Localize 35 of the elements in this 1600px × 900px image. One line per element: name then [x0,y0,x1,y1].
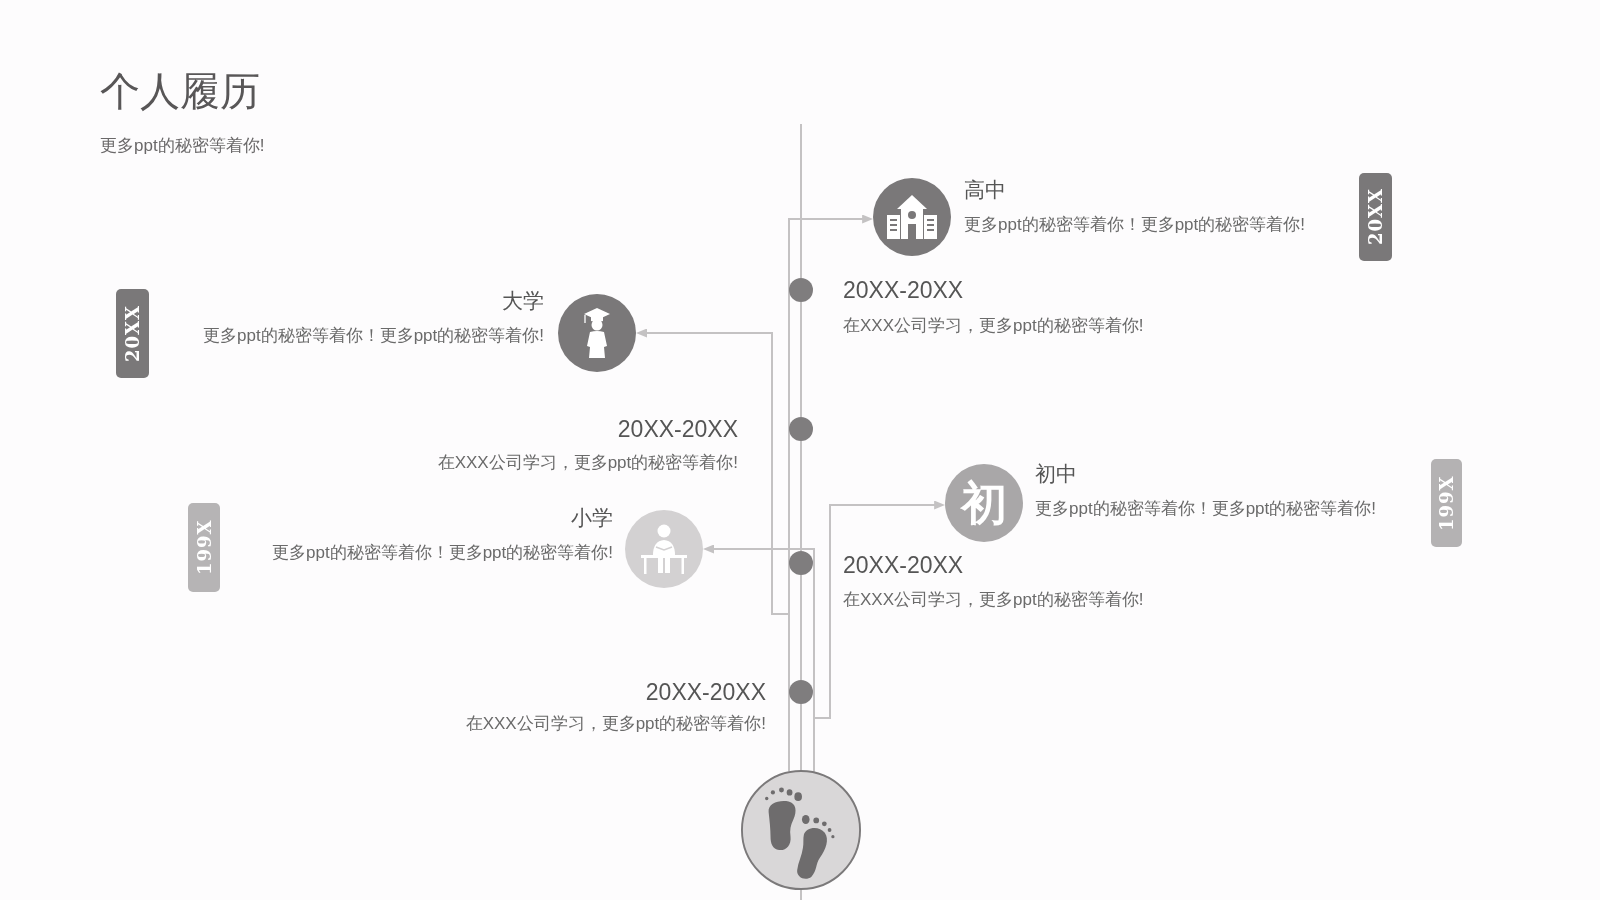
page-title: 个人履历 [100,68,260,115]
entry-heading: 大学 [502,288,544,314]
year-tag: 199X [188,503,220,592]
connector-arrow [813,500,946,773]
timeline-dot [789,680,813,704]
timeline-dot [789,278,813,302]
subtitle: 更多ppt的秘密等着你! [100,135,265,157]
date-range: 20XX-20XX [617,414,738,444]
period-description: 在XXX公司学习，更多ppt的秘密等着你! [843,589,1144,611]
entry-description: 更多ppt的秘密等着你！更多ppt的秘密等着你! [203,325,544,347]
entry-heading: 小学 [571,505,613,531]
entry-heading: 高中 [964,177,1006,203]
character-circle: 初 [945,464,1023,542]
timeline-line [800,574,802,681]
timeline-line [800,123,802,279]
date-range: 20XX-20XX [645,678,766,707]
timeline-line [800,440,802,552]
timeline-line [800,889,802,900]
entry-description: 更多ppt的秘密等着你！更多ppt的秘密等着你! [964,214,1305,236]
timeline-dot [789,551,813,575]
year-tag: 20XX [1359,173,1392,261]
footprints-icon [741,770,861,890]
timeline-line [800,301,802,418]
year-tag: 20XX [116,289,149,378]
timeline-dot [789,417,813,441]
year-tag: 199X [1431,459,1462,547]
entry-description: 更多ppt的秘密等着你！更多ppt的秘密等着你! [272,542,613,564]
date-range: 20XX-20XX [843,551,964,580]
entry-heading: 初中 [1035,461,1077,487]
period-description: 在XXX公司学习，更多ppt的秘密等着你! [465,713,766,735]
timeline-line [800,703,802,771]
date-range: 20XX-20XX [843,276,964,305]
period-description: 在XXX公司学习，更多ppt的秘密等着你! [843,315,1144,337]
entry-description: 更多ppt的秘密等着你！更多ppt的秘密等着你! [1035,498,1376,520]
period-description: 在XXX公司学习，更多ppt的秘密等着你! [437,452,738,474]
